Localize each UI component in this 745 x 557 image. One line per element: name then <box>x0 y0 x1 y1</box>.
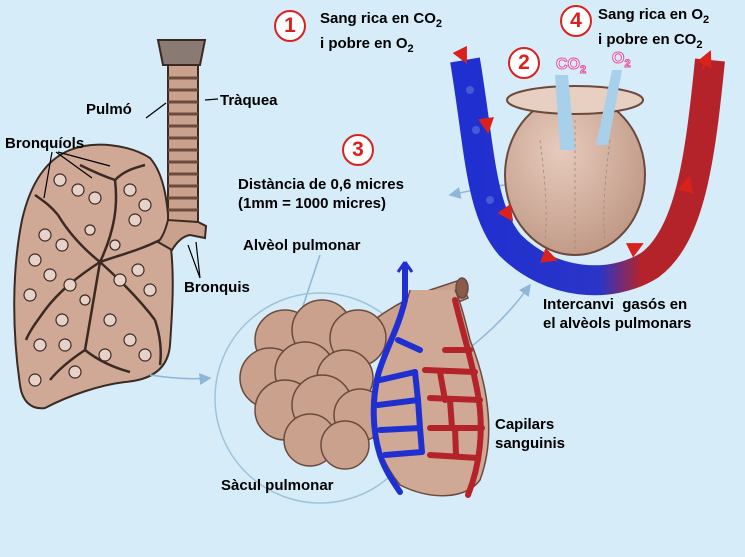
step1-line1: Sang rica en CO2 <box>320 10 442 30</box>
bronquis-label: Bronquis <box>184 279 250 296</box>
step1-text: Sang rica en CO2 i pobre en O2 <box>320 9 442 59</box>
pulmo-label: Pulmó <box>86 101 132 118</box>
intercanvi-line2: el alvèols pulmonars <box>543 315 692 332</box>
step4-line2: i pobre en CO2 <box>598 31 703 51</box>
alveolus-exchange <box>450 45 725 296</box>
capilars-line2: sanguinis <box>495 435 566 452</box>
capilars-line1: Capilars <box>495 416 555 433</box>
step-number-3: 3 <box>342 134 374 166</box>
intercanvi-label: Intercanvi gasós en el alvèols pulmonars <box>543 295 691 333</box>
bronquiols-label: Bronquíols <box>5 135 85 152</box>
co2-label: CO2 <box>556 56 587 77</box>
distancia-line2: (1mm = 1000 micres) <box>238 195 387 212</box>
sacul-label: Sàcul pulmonar <box>221 477 334 494</box>
lung-outline <box>13 143 174 410</box>
step1-line2: i pobre en O2 <box>320 35 414 55</box>
step4-text: Sang rica en O2 i pobre en CO2 <box>598 5 709 55</box>
alveol-label: Alvèol pulmonar <box>243 237 361 254</box>
capilars-label: Capilars sanguinis <box>495 415 565 453</box>
traquea-label: Tràquea <box>220 92 278 109</box>
distancia-label: Distància de 0,6 micres (1mm = 1000 micr… <box>238 175 404 213</box>
trachea <box>156 39 208 252</box>
lung <box>13 143 174 410</box>
step-number-2: 2 <box>508 47 540 79</box>
o2-label: O2 <box>611 50 631 71</box>
step4-line1: Sang rica en O2 <box>598 6 710 26</box>
intercanvi-line1: Intercanvi gasós en <box>543 296 688 313</box>
distancia-line1: Distància de 0,6 micres <box>238 176 404 193</box>
capillary-network <box>370 261 490 498</box>
step-number-4: 4 <box>560 5 592 37</box>
step-number-1: 1 <box>274 10 306 42</box>
